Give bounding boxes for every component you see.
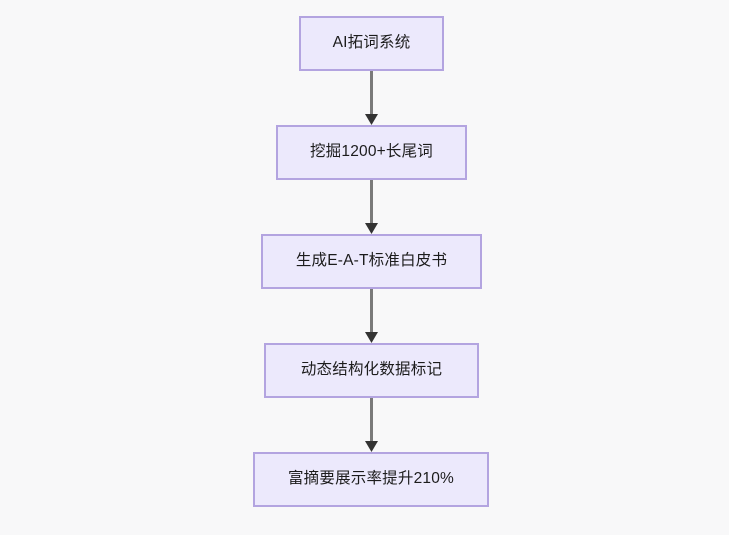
flow-node-label: 动态结构化数据标记: [300, 361, 443, 379]
flow-node-label: 富摘要展示率提升210%: [287, 470, 455, 488]
flow-node-generate-eat-whitepaper[interactable]: 生成E-A-T标准白皮书: [261, 234, 482, 289]
flow-node-label: 生成E-A-T标准白皮书: [295, 252, 448, 270]
flow-node-mine-longtail-keywords[interactable]: 挖掘1200+长尾词: [276, 125, 467, 180]
flow-node-dynamic-structured-data-markup[interactable]: 动态结构化数据标记: [264, 343, 479, 398]
flow-arrow-connector: [364, 289, 378, 343]
flow-node-rich-snippet-impression-lift[interactable]: 富摘要展示率提升210%: [253, 452, 489, 507]
flow-node-ai-keyword-system[interactable]: AI拓词系统: [299, 16, 444, 71]
flow-arrow-connector: [364, 180, 378, 234]
flow-arrow-connector: [364, 71, 378, 125]
flow-node-label: 挖掘1200+长尾词: [309, 143, 434, 161]
flow-arrow-connector: [364, 398, 378, 452]
flow-node-label: AI拓词系统: [332, 34, 411, 52]
